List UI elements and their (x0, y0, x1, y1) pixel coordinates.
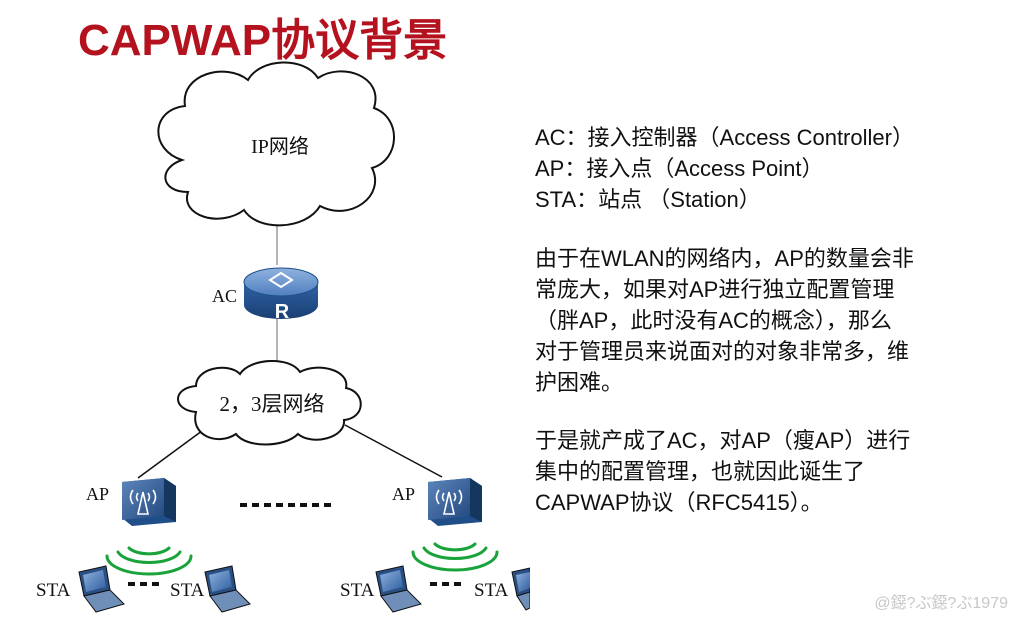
ap-right-signal (411, 542, 499, 572)
l2-l3-network-cloud: 2，3层网络 (177, 359, 362, 446)
sta-laptop-icon (78, 565, 125, 613)
ac-label: AC (212, 286, 237, 306)
ap-right-label: AP (392, 484, 415, 504)
link-l23-ap-right (344, 424, 443, 478)
ap-left-signal (105, 546, 193, 576)
paragraph-line: 对于管理员来说面对的对象非常多，维 (535, 339, 910, 364)
ap-left-label: AP (86, 484, 109, 504)
sta-laptop-icon (511, 567, 530, 611)
paragraph-capwap: 于是就产成了AC，对AP（瘦AP）进行 集中的配置管理，也就因此诞生了 CAPW… (535, 425, 995, 518)
paragraph-fat-ap: 由于在WLAN的网络内，AP的数量会非 常庞大，如果对AP进行独立配置管理 （胖… (535, 243, 995, 398)
l2-l3-network-label: 2，3层网络 (220, 392, 325, 416)
page-title: CAPWAP协议背景 (78, 16, 448, 65)
sta-label: STA (170, 580, 205, 601)
network-diagram: IP网络 R AC 2，3层网络 AP AP (36, 61, 530, 613)
paragraph-line: 常庞大，如果对AP进行独立配置管理 (535, 277, 895, 302)
sta-laptop-icon (204, 565, 251, 613)
sta-laptop-icon (375, 565, 422, 613)
sta-label: STA (474, 580, 509, 601)
ac-router-icon: R (243, 267, 319, 323)
ap-right-icon (428, 478, 482, 526)
paragraph-line: 护困难。 (535, 370, 624, 395)
router-letter: R (275, 301, 290, 323)
paragraph-line: 于是就产成了AC，对AP（瘦AP）进行 (535, 428, 911, 453)
ip-network-cloud: IP网络 (157, 61, 395, 227)
sta-label: STA (340, 580, 375, 601)
ip-network-label: IP网络 (251, 135, 309, 158)
paragraph-line: 由于在WLAN的网络内，AP的数量会非 (535, 246, 914, 271)
link-l23-ap-left (137, 424, 211, 479)
definition-sta: STA：站点 （Station） (535, 187, 761, 212)
ap-left-icon (122, 478, 176, 526)
definition-ac: AC：接入控制器（Access Controller） (535, 125, 914, 150)
paragraph-line: CAPWAP协议（RFC5415）。 (535, 490, 823, 515)
definitions-block: AC：接入控制器（Access Controller） AP：接入点（Acces… (535, 122, 995, 215)
definition-ap: AP：接入点（Access Point） (535, 156, 824, 181)
paragraph-line: 集中的配置管理，也就因此诞生了 (535, 459, 866, 484)
watermark: @鐚?ぶ鐚?ぶ1979 (874, 595, 1008, 612)
paragraph-line: （胖AP，此时没有AC的概念），那么 (535, 308, 892, 333)
sta-label: STA (36, 580, 71, 601)
